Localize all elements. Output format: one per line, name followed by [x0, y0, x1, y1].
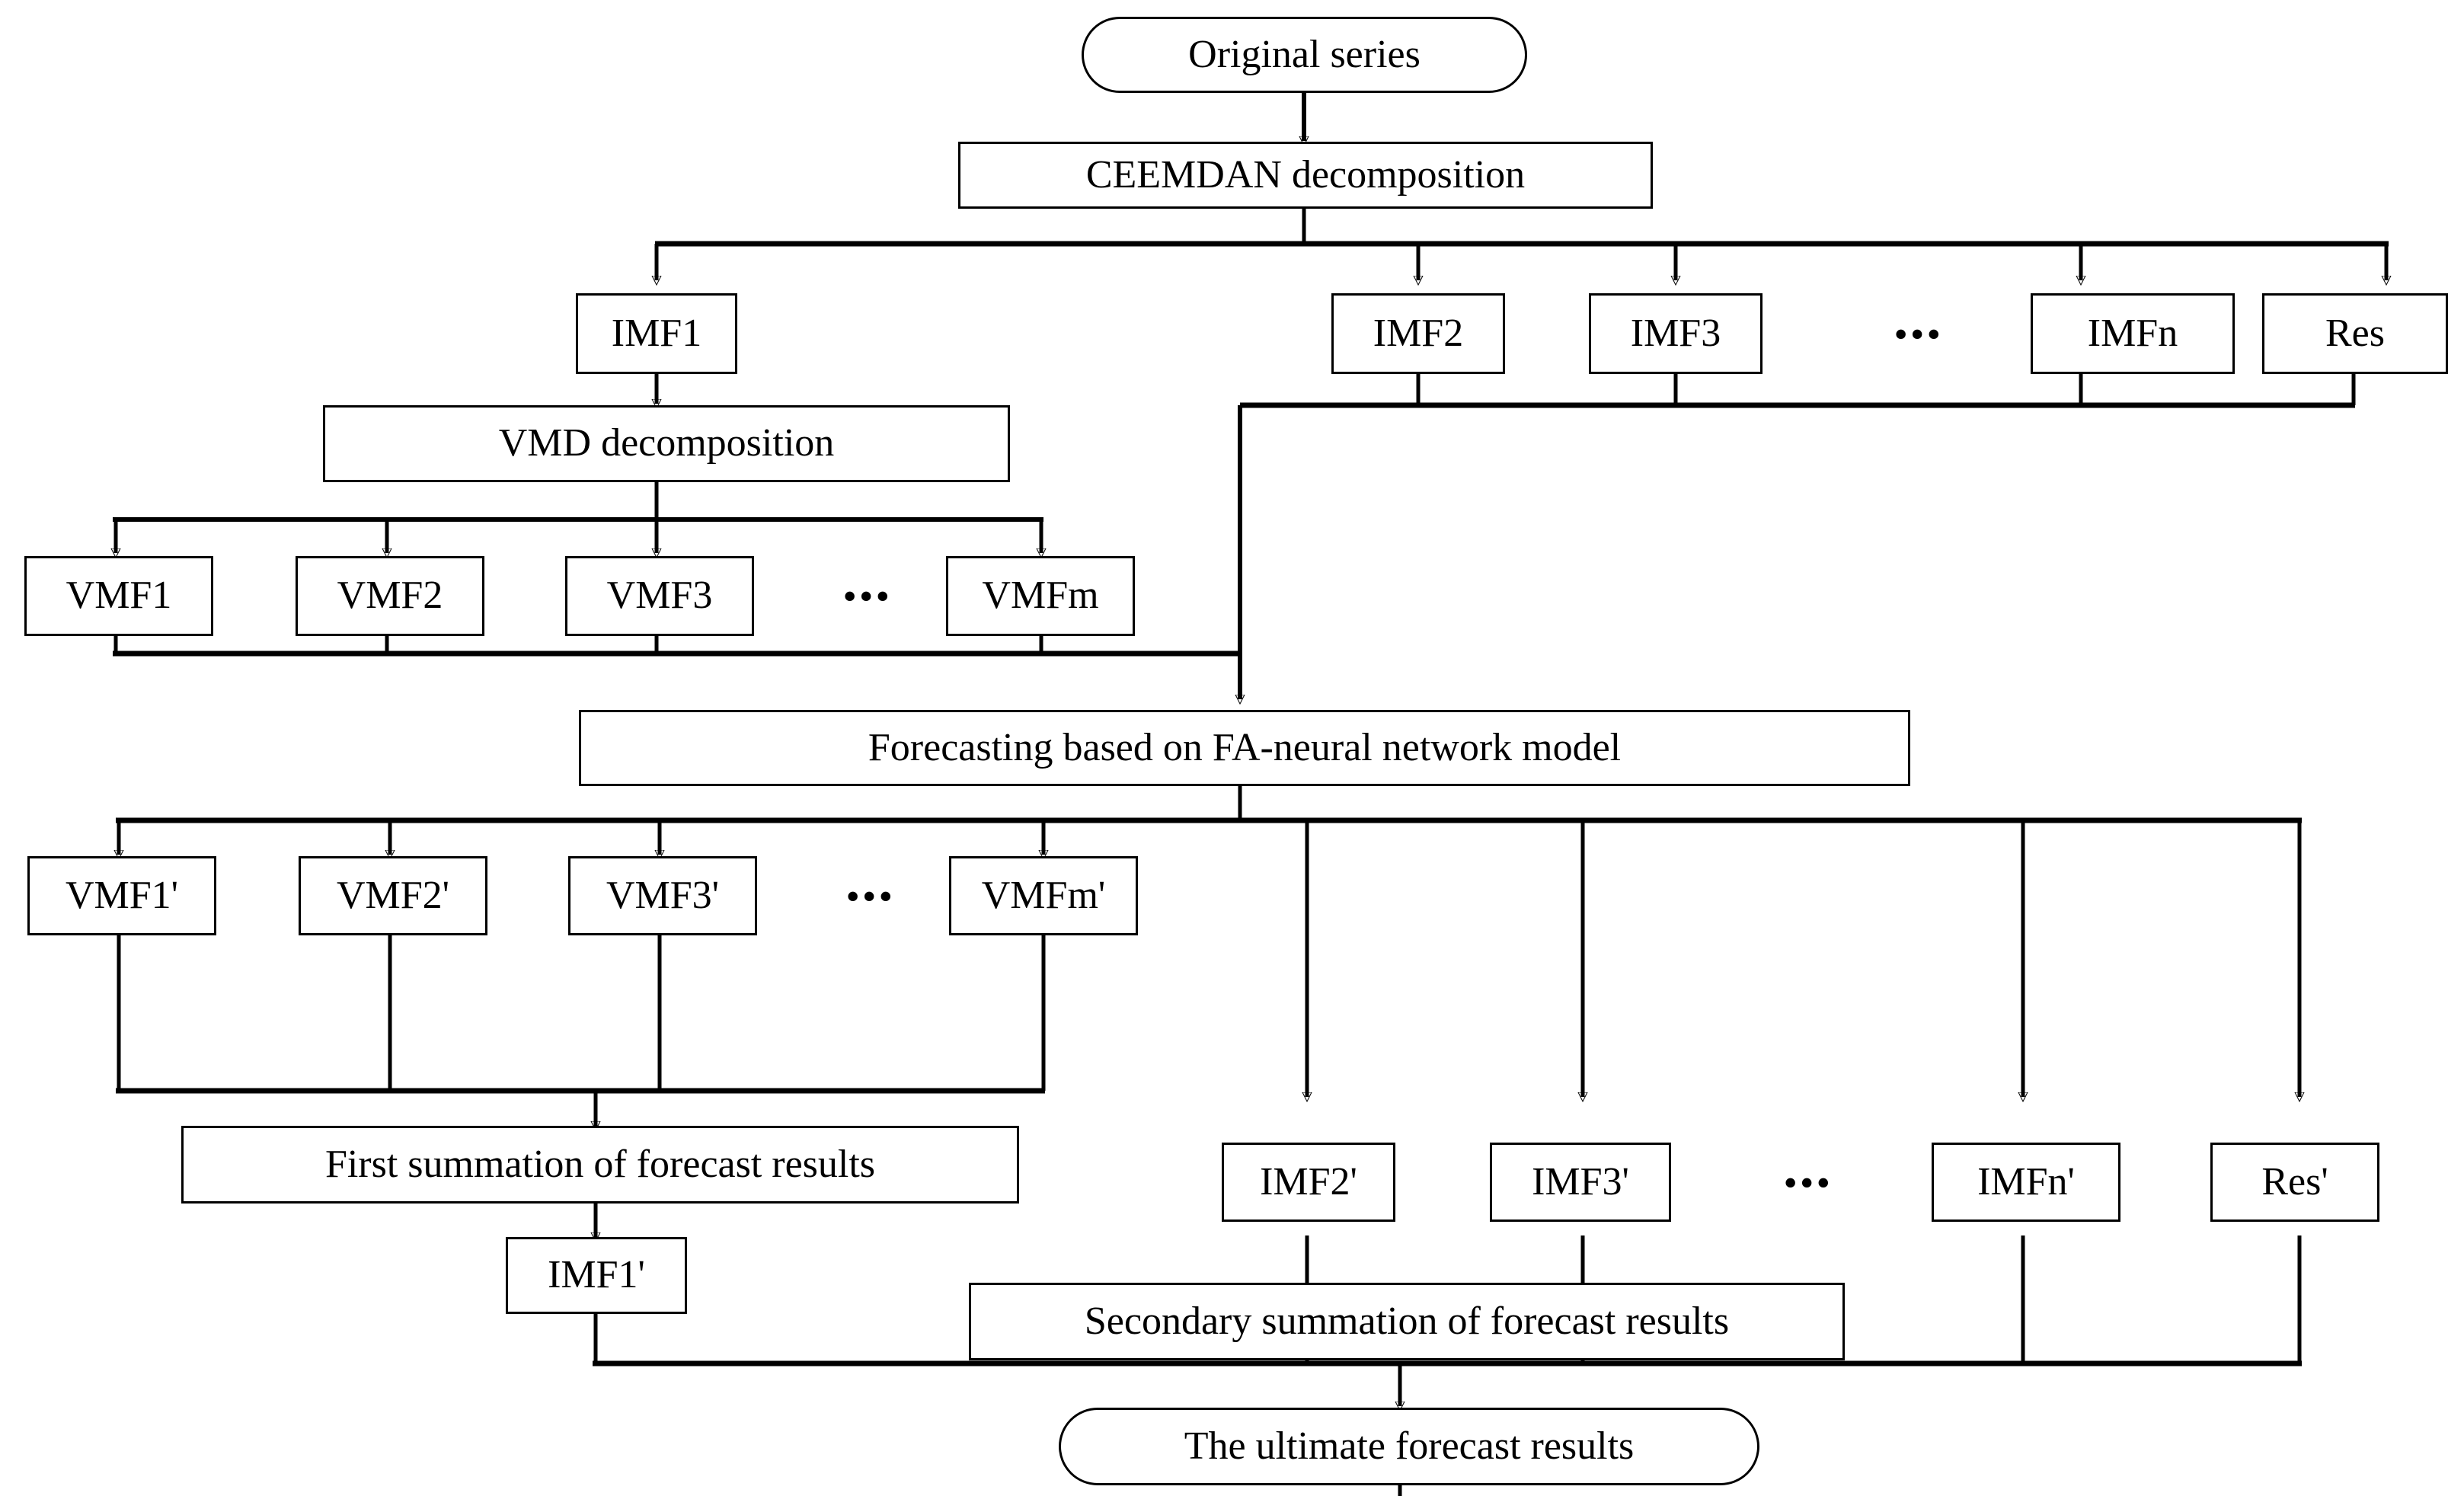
ellipsis-imf-prime-row: •••	[1784, 1162, 1834, 1202]
ellipsis-imf-row: •••	[1894, 314, 1945, 353]
node-res[interactable]: Res	[2262, 293, 2448, 374]
node-forecasting-model[interactable]: Forecasting based on FA-neural network m…	[579, 710, 1910, 786]
node-ceemdan-decomposition[interactable]: CEEMDAN decomposition	[958, 142, 1653, 209]
node-vmf1[interactable]: VMF1	[24, 556, 213, 636]
node-original-series[interactable]: Original series	[1082, 17, 1527, 93]
node-imfn[interactable]: IMFn	[2031, 293, 2235, 374]
node-imf1[interactable]: IMF1	[576, 293, 737, 374]
node-vmf3-prime[interactable]: VMF3'	[568, 856, 757, 935]
node-first-summation[interactable]: First summation of forecast results	[181, 1126, 1019, 1204]
node-imf3-prime[interactable]: IMF3'	[1490, 1143, 1671, 1222]
node-imf3[interactable]: IMF3	[1589, 293, 1763, 374]
node-imf1-prime[interactable]: IMF1'	[506, 1237, 687, 1314]
node-vmf3[interactable]: VMF3	[565, 556, 754, 636]
node-vmf2-prime[interactable]: VMF2'	[299, 856, 487, 935]
node-imf2-prime[interactable]: IMF2'	[1222, 1143, 1395, 1222]
node-imf2[interactable]: IMF2	[1331, 293, 1505, 374]
node-ultimate-forecast-results[interactable]: The ultimate forecast results	[1059, 1408, 1759, 1485]
node-imfn-prime[interactable]: IMFn'	[1932, 1143, 2120, 1222]
node-vmfm[interactable]: VMFm	[946, 556, 1135, 636]
ellipsis-vmf-row: •••	[843, 577, 893, 615]
node-res-prime[interactable]: Res'	[2210, 1143, 2379, 1222]
node-vmf2[interactable]: VMF2	[296, 556, 484, 636]
node-vmf1-prime[interactable]: VMF1'	[27, 856, 216, 935]
ellipsis-vmf-prime-row: •••	[846, 876, 896, 916]
node-vmfm-prime[interactable]: VMFm'	[949, 856, 1138, 935]
node-vmd-decomposition[interactable]: VMD decomposition	[323, 405, 1010, 482]
node-secondary-summation[interactable]: Secondary summation of forecast results	[969, 1283, 1845, 1360]
